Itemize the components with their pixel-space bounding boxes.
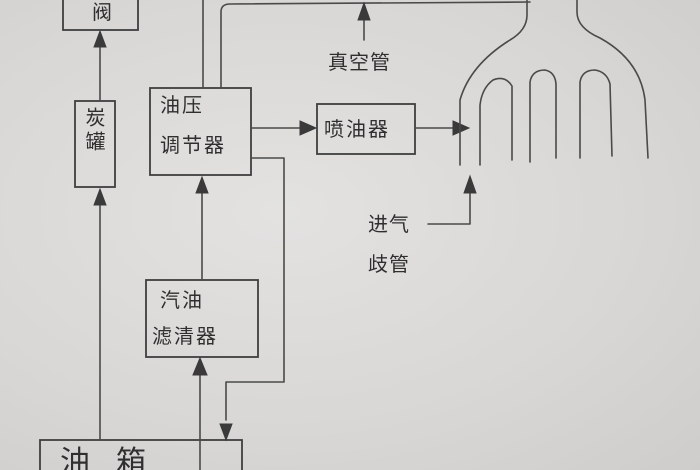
arrow-into-regulator xyxy=(195,175,209,194)
pressure-regulator-box-frame xyxy=(149,87,252,176)
arrow-into-manifold xyxy=(452,120,471,136)
tank-box-frame xyxy=(74,100,116,188)
pressure-regulator-label-line1: 油压 xyxy=(160,93,204,117)
intake-manifold-label-line2: 歧管 xyxy=(368,252,410,276)
injector-label: 喷油器 xyxy=(324,117,390,141)
injector-box-frame xyxy=(316,103,416,155)
fuel-filter-label-line2: 滤清器 xyxy=(152,324,218,348)
top-box-frame xyxy=(62,0,139,31)
arrow-vacuum xyxy=(357,1,371,21)
fuel-tank-label: 油箱 xyxy=(60,445,172,470)
line-return xyxy=(225,157,285,421)
line-regulator-up-right xyxy=(220,1,531,89)
intake-manifold-shape xyxy=(459,0,649,166)
line-intake-label xyxy=(427,191,471,225)
pressure-regulator-label-line2: 调节器 xyxy=(160,133,226,157)
arrow-return-to-fueltank xyxy=(219,423,233,442)
arrow-intake xyxy=(463,174,477,194)
top-box-label: 阀 xyxy=(92,0,114,24)
arrow-into-tank xyxy=(93,187,107,206)
arrow-into-filter xyxy=(192,356,208,376)
fuel-filter-label-line1: 汽油 xyxy=(160,288,204,312)
arrow-into-topbox xyxy=(93,29,107,48)
fuel-tank-box-frame xyxy=(39,439,243,470)
arrow-into-injector xyxy=(299,120,318,136)
vacuum-tube-label: 真空管 xyxy=(328,50,391,74)
intake-manifold-label-line1: 进气 xyxy=(368,212,410,236)
tank-label: 炭罐 xyxy=(82,107,106,155)
